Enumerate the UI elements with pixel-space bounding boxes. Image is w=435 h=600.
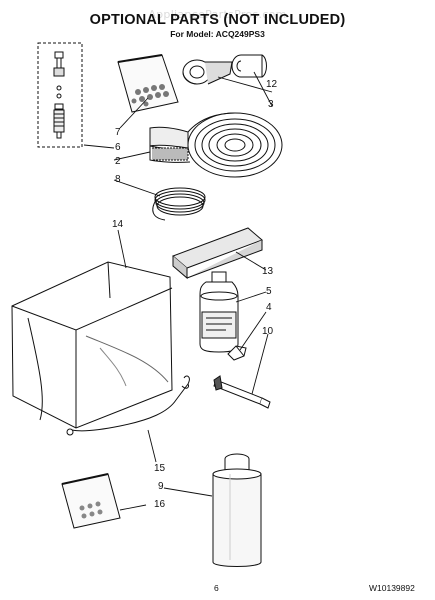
callout-15: 15 bbox=[154, 463, 166, 474]
callout-6: 6 bbox=[115, 142, 121, 153]
part-3-tape-roll bbox=[231, 54, 267, 78]
part-6-valve-kit bbox=[37, 42, 83, 148]
part-14-cover bbox=[11, 261, 173, 429]
part-2-foam-roll bbox=[149, 112, 283, 178]
part-4-capsule bbox=[227, 345, 247, 361]
callout-16: 16 bbox=[154, 499, 166, 510]
part-12-small-tape bbox=[182, 59, 233, 85]
part-9-spray-can bbox=[212, 453, 262, 567]
page-number: 6 bbox=[214, 583, 219, 593]
callout-12: 12 bbox=[266, 79, 278, 90]
callout-8: 8 bbox=[115, 174, 121, 185]
model-subtitle: For Model: ACQ249PS3 bbox=[170, 29, 265, 39]
callout-10: 10 bbox=[262, 326, 274, 337]
callout-7: 7 bbox=[115, 127, 121, 138]
document-number: W10139892 bbox=[369, 583, 415, 593]
part-16-clip-bag bbox=[61, 473, 121, 529]
callout-4: 4 bbox=[266, 302, 272, 313]
callout-9: 9 bbox=[158, 481, 164, 492]
diagram-title: OPTIONAL PARTS (NOT INCLUDED) bbox=[89, 12, 346, 28]
callout-13: 13 bbox=[262, 266, 274, 277]
part-5-cleaner-bottle bbox=[199, 271, 239, 353]
part-15-wire-hanger bbox=[66, 375, 190, 436]
callout-5: 5 bbox=[266, 286, 272, 297]
callout-14: 14 bbox=[112, 219, 124, 230]
part-8-coil bbox=[152, 187, 206, 221]
leader-lines bbox=[83, 71, 273, 511]
callout-3: 3 bbox=[268, 99, 274, 110]
part-13-foam-strip bbox=[172, 227, 263, 280]
watermark: AppliancePartsPros.com bbox=[148, 8, 287, 21]
part-10-tube bbox=[213, 375, 271, 409]
part-7-hardware-bag bbox=[117, 54, 179, 113]
callout-2: 2 bbox=[115, 156, 121, 167]
